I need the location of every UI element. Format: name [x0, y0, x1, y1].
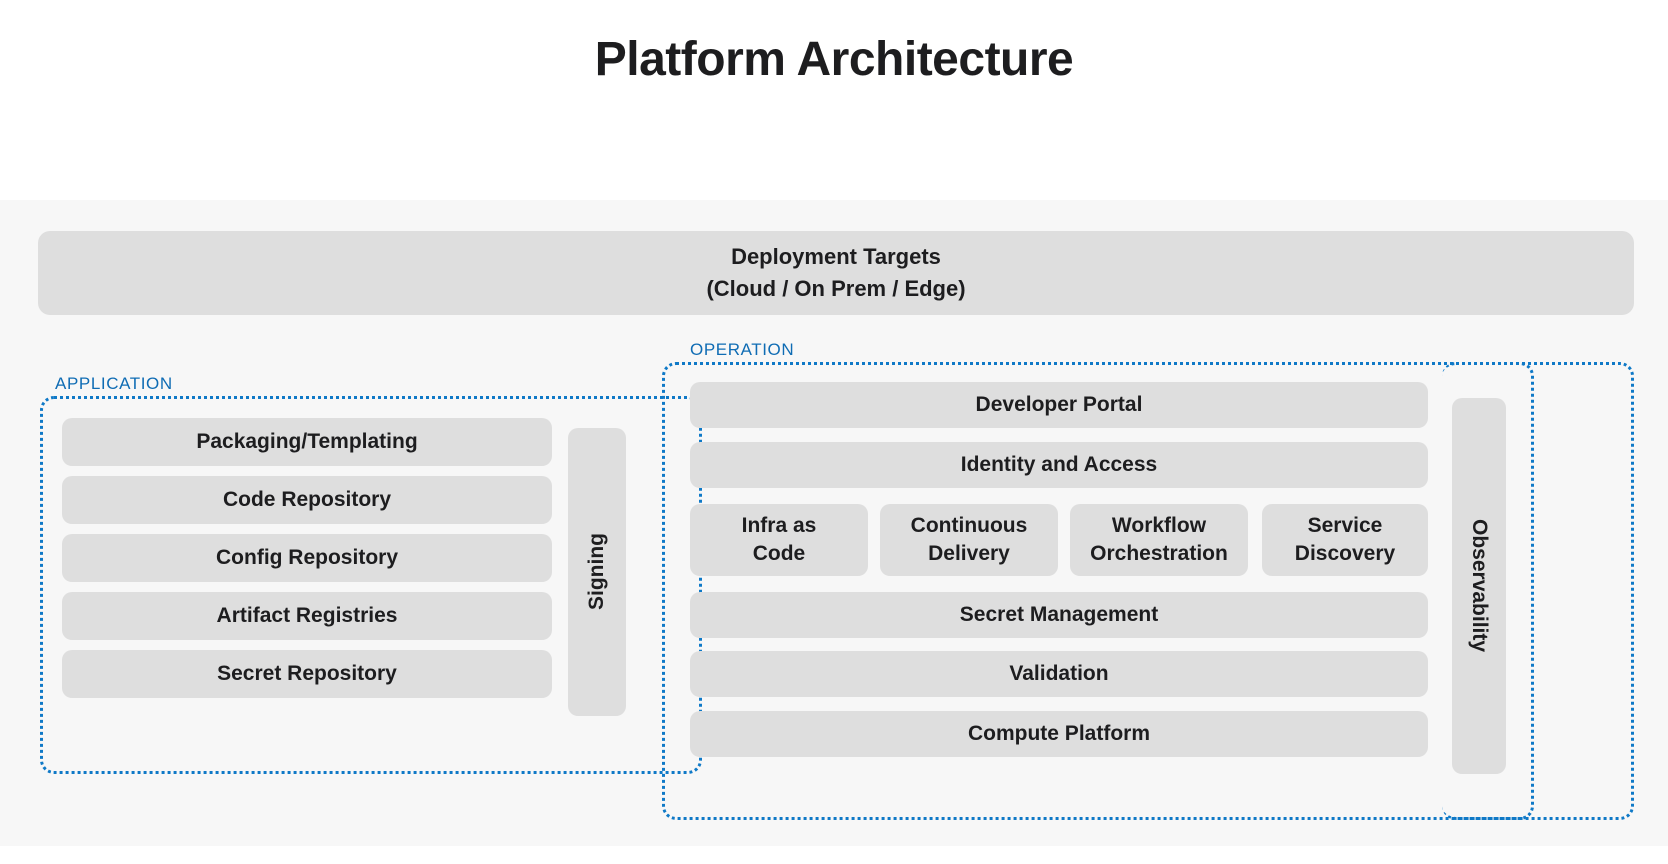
- ops-item-infra-as-code-line2: Code: [752, 542, 806, 565]
- app-item-packaging-templating[interactable]: Packaging/Templating: [62, 418, 552, 466]
- deployment-targets-bar[interactable]: Deployment Targets (Cloud / On Prem / Ed…: [38, 231, 1634, 315]
- diagram-canvas: Deployment Targets (Cloud / On Prem / Ed…: [0, 200, 1668, 846]
- ops-item-identity-and-access[interactable]: Identity and Access: [690, 442, 1428, 488]
- ops-item-service-discovery-line1: Service: [1307, 513, 1383, 537]
- app-item-config-repository[interactable]: Config Repository: [62, 534, 552, 582]
- ops-item-service-discovery[interactable]: Service Discovery: [1262, 504, 1428, 576]
- observability-vertical-box[interactable]: Observability: [1452, 398, 1506, 774]
- application-group-frame: [40, 396, 702, 774]
- ops-item-developer-portal[interactable]: Developer Portal: [690, 382, 1428, 428]
- operation-group-label: OPERATION: [690, 340, 795, 359]
- ops-item-service-discovery-line2: Discovery: [1294, 542, 1396, 565]
- app-item-code-repository[interactable]: Code Repository: [62, 476, 552, 524]
- ops-item-infra-as-code-line1: Infra as: [741, 513, 817, 537]
- application-group-label: APPLICATION: [55, 374, 173, 393]
- ops-item-continuous-delivery-line1: Continuous: [910, 513, 1028, 537]
- signing-vertical-box[interactable]: Signing: [568, 428, 626, 716]
- ops-item-compute-platform[interactable]: Compute Platform: [690, 711, 1428, 757]
- title-band: Platform Architecture: [0, 0, 1668, 200]
- operation-group-frame-extension: [1442, 362, 1634, 820]
- ops-item-infra-as-code[interactable]: Infra as Code: [690, 504, 868, 576]
- ops-item-validation[interactable]: Validation: [690, 651, 1428, 697]
- app-item-artifact-registries[interactable]: Artifact Registries: [62, 592, 552, 640]
- ops-item-workflow-orchestration-line1: Workflow: [1111, 513, 1207, 537]
- ops-item-secret-management[interactable]: Secret Management: [690, 592, 1428, 638]
- page-title: Platform Architecture: [594, 33, 1074, 86]
- ops-item-workflow-orchestration-line2: Orchestration: [1090, 542, 1228, 565]
- ops-item-continuous-delivery[interactable]: Continuous Delivery: [880, 504, 1058, 576]
- ops-item-continuous-delivery-line2: Delivery: [928, 542, 1010, 565]
- deployment-targets-subtitle: (Cloud / On Prem / Edge): [706, 276, 966, 301]
- ops-item-workflow-orchestration[interactable]: Workflow Orchestration: [1070, 504, 1248, 576]
- operation-group-frame: [662, 362, 1534, 820]
- deployment-targets-title: Deployment Targets: [731, 244, 941, 270]
- app-item-secret-repository[interactable]: Secret Repository: [62, 650, 552, 698]
